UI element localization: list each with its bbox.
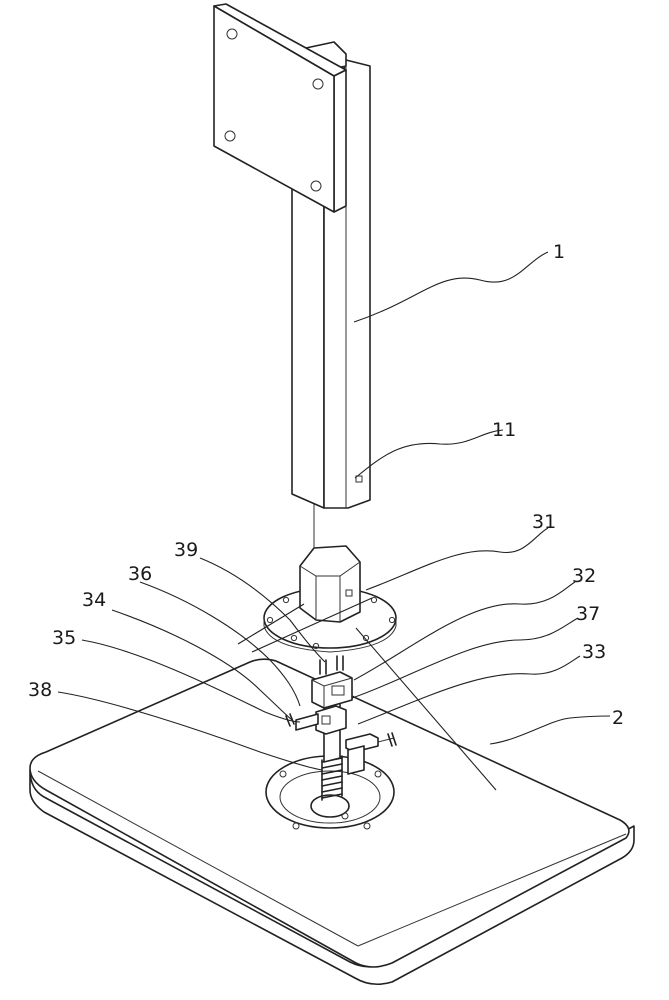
label-33: 33	[582, 641, 606, 663]
socket	[300, 502, 360, 622]
label-37: 37	[576, 603, 600, 625]
label-34: 34	[82, 589, 106, 611]
label-1: 1	[553, 241, 565, 263]
label-32: 32	[572, 565, 596, 587]
label-39: 39	[174, 539, 198, 561]
label-35: 35	[52, 627, 76, 649]
label-38: 38	[28, 679, 52, 701]
mount-plate	[214, 4, 346, 212]
label-31: 31	[532, 511, 556, 533]
label-36: 36	[128, 563, 152, 585]
label-11: 11	[492, 419, 516, 441]
label-2: 2	[612, 707, 624, 729]
